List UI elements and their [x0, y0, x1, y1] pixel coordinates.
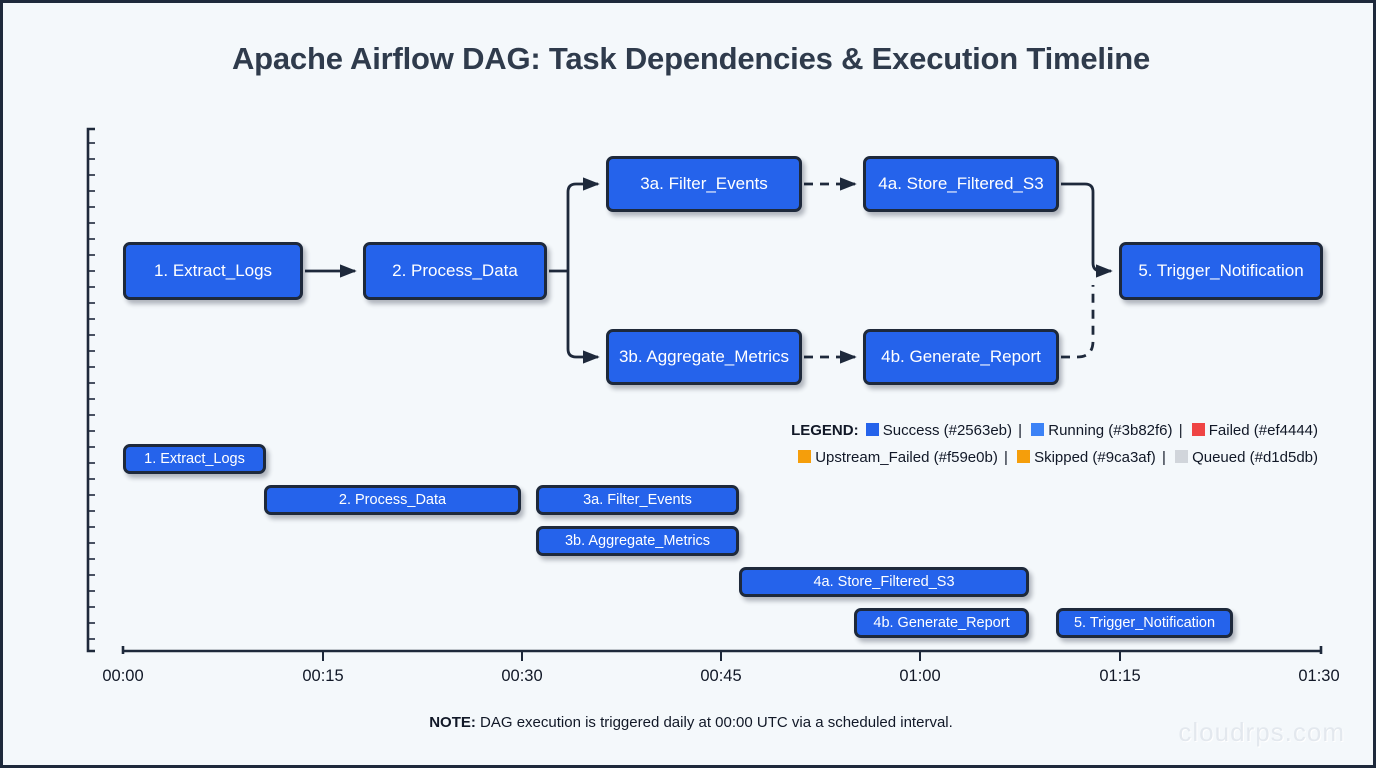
gantt-bar-label: 3b. Aggregate_Metrics	[564, 533, 711, 549]
gantt-bar-label: 4a. Store_Filtered_S3	[813, 574, 955, 590]
legend-swatch-skipped	[1017, 450, 1031, 463]
x-tick-label: 00:45	[700, 667, 742, 685]
legend-label-upstream-failed: Upstream_Failed (#f59e0b)	[815, 449, 998, 466]
gantt-bar-filter-events[interactable]: 3a. Filter_Events	[536, 485, 739, 515]
legend-row-2: Upstream_Failed (#f59e0b) | Skipped (#9c…	[791, 444, 1318, 471]
dag-node-label: 5. Trigger_Notification	[1138, 261, 1304, 280]
dag-node-label: 3a. Filter_Events	[640, 174, 768, 193]
dag-node-label: 1. Extract_Logs	[153, 261, 273, 280]
dag-node-trigger-notification[interactable]: 5. Trigger_Notification	[1119, 242, 1323, 300]
legend-swatch-success	[865, 423, 879, 436]
legend-swatch-running	[1031, 423, 1045, 436]
connector-layer	[86, 127, 1323, 661]
x-tick-label: 01:30	[1298, 667, 1340, 685]
x-tick-label: 00:30	[501, 667, 543, 685]
legend-swatch-failed	[1191, 423, 1205, 436]
dag-node-label: 3b. Aggregate_Metrics	[618, 347, 790, 366]
x-tick-label: 00:15	[302, 667, 344, 685]
footer-note: NOTE: DAG execution is triggered daily a…	[3, 714, 1373, 731]
legend-label-queued: Queued (#d1d5db)	[1192, 449, 1318, 466]
dag-node-extract-logs[interactable]: 1. Extract_Logs	[123, 242, 303, 300]
dag-node-filter-events[interactable]: 3a. Filter_Events	[606, 156, 802, 212]
gantt-bar-aggregate-metrics[interactable]: 3b. Aggregate_Metrics	[536, 526, 739, 556]
legend-label-skipped: Skipped (#9ca3af)	[1034, 449, 1156, 466]
page-title: Apache Airflow DAG: Task Dependencies & …	[231, 41, 1151, 76]
legend-label-success: Success (#2563eb)	[882, 422, 1012, 439]
gantt-bar-label: 3a. Filter_Events	[583, 492, 692, 508]
dag-node-label: 4a. Store_Filtered_S3	[878, 174, 1044, 193]
gantt-bar-label: 4b. Generate_Report	[873, 615, 1010, 631]
dag-node-generate-report[interactable]: 4b. Generate_Report	[863, 329, 1059, 385]
footer-note-prefix: NOTE:	[429, 714, 476, 731]
gantt-bar-extract-logs[interactable]: 1. Extract_Logs	[123, 444, 266, 474]
dag-node-label: 4b. Generate_Report	[881, 347, 1041, 366]
legend-heading: LEGEND:	[791, 422, 859, 439]
dag-node-process-data[interactable]: 2. Process_Data	[363, 242, 547, 300]
legend-separator: |	[1018, 422, 1023, 439]
legend-separator: |	[1178, 422, 1183, 439]
dag-node-label: 2. Process_Data	[392, 261, 518, 280]
legend-label-failed: Failed (#ef4444)	[1208, 422, 1318, 439]
dag-node-aggregate-metrics[interactable]: 3b. Aggregate_Metrics	[606, 329, 802, 385]
legend: LEGEND: Success (#2563eb) | Running (#3b…	[791, 417, 1318, 471]
gantt-bar-label: 2. Process_Data	[338, 492, 447, 508]
gantt-bar-trigger-notification[interactable]: 5. Trigger_Notification	[1056, 608, 1233, 638]
x-tick-label: 00:00	[102, 667, 144, 685]
footer-note-text: DAG execution is triggered daily at 00:0…	[475, 714, 953, 731]
gantt-bar-label: 5. Trigger_Notification	[1073, 615, 1216, 631]
legend-separator: |	[1003, 449, 1008, 466]
gantt-bar-generate-report[interactable]: 4b. Generate_Report	[854, 608, 1029, 638]
dag-node-store-filtered-s3[interactable]: 4a. Store_Filtered_S3	[863, 156, 1059, 212]
x-tick-label: 01:00	[899, 667, 941, 685]
legend-separator: |	[1161, 449, 1166, 466]
legend-swatch-queued	[1175, 450, 1189, 463]
gantt-bar-store-filtered-s3[interactable]: 4a. Store_Filtered_S3	[739, 567, 1029, 597]
legend-label-running: Running (#3b82f6)	[1048, 422, 1173, 439]
gantt-bar-process-data[interactable]: 2. Process_Data	[264, 485, 521, 515]
gantt-bar-label: 1. Extract_Logs	[144, 451, 245, 467]
legend-row-1: LEGEND: Success (#2563eb) | Running (#3b…	[791, 417, 1318, 444]
x-tick-label: 01:15	[1099, 667, 1141, 685]
legend-swatch-upstream-failed	[798, 450, 812, 463]
watermark: cloudrps.com	[1178, 717, 1345, 747]
